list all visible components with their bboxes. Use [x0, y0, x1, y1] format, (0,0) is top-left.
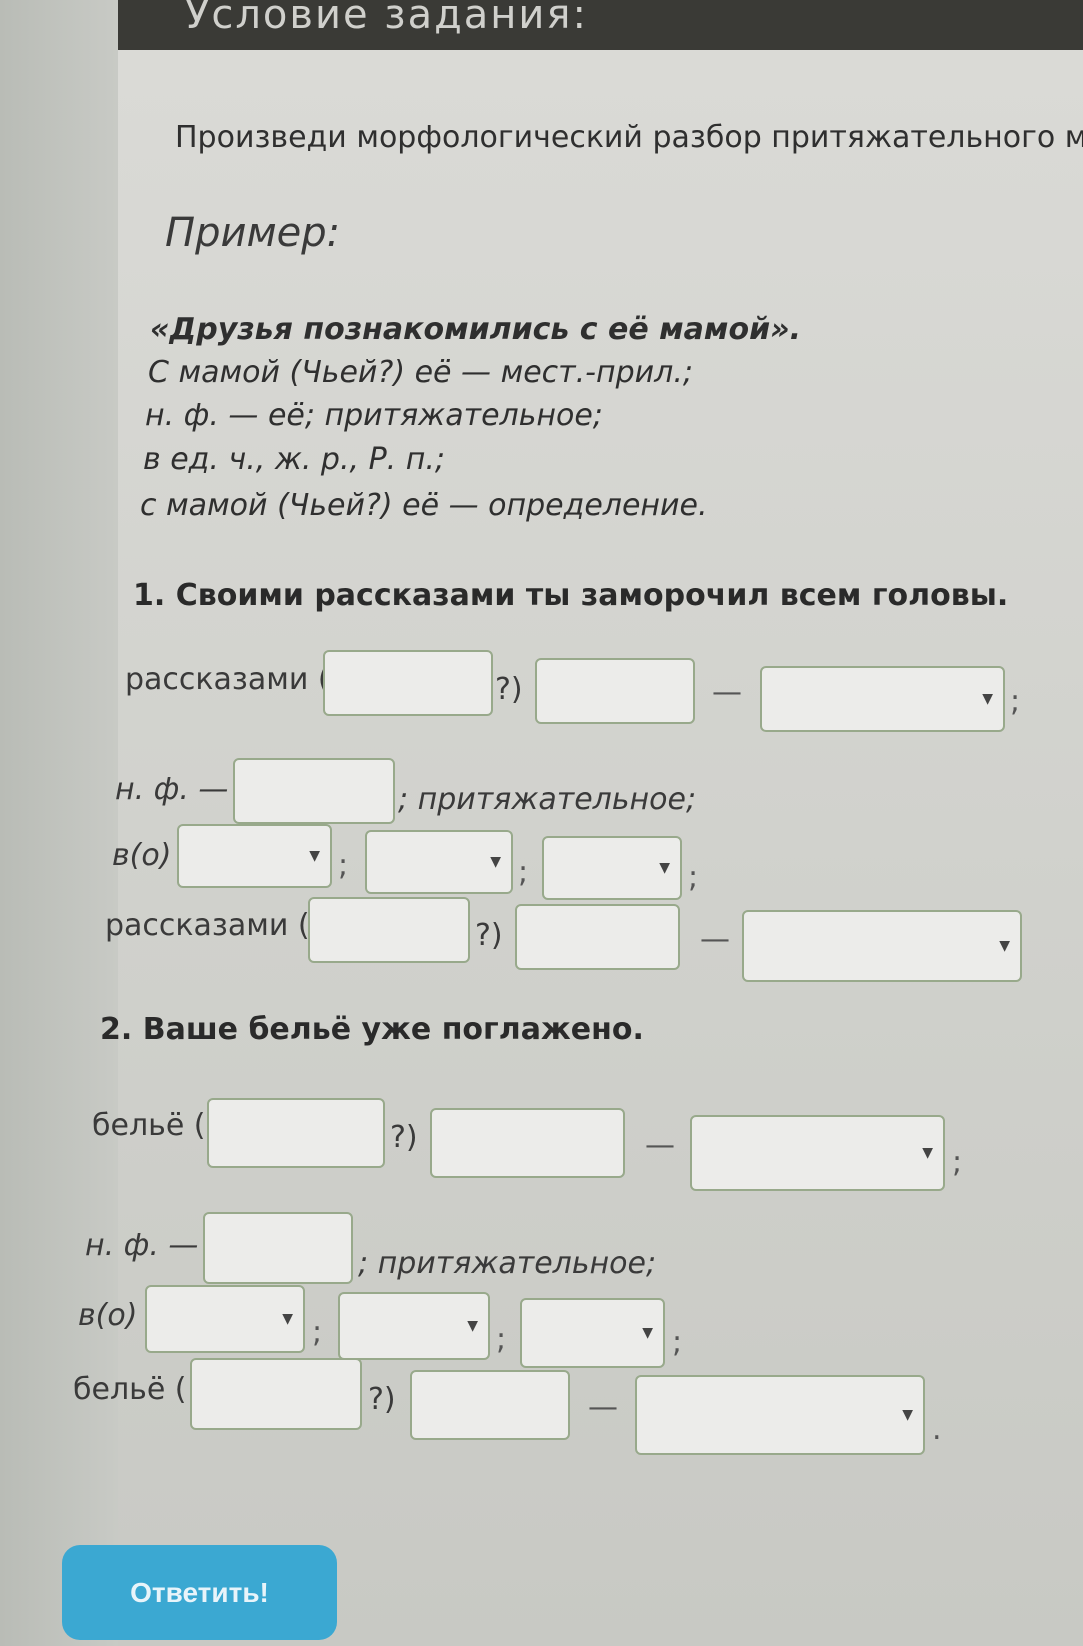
task-2-word-input[interactable]	[430, 1108, 625, 1178]
task-1-initial-form-input[interactable]	[233, 758, 395, 824]
task-1-v-label: в(о)	[112, 838, 172, 873]
example-sentence: «Друзья познакомились с её мамой».	[150, 312, 801, 347]
task-2-number-select[interactable]: ▼	[145, 1285, 305, 1353]
triangle-down-icon: ▼	[490, 854, 501, 870]
task-1-word-label-2: рассказами (	[105, 908, 310, 943]
task-1-dash: —	[700, 922, 730, 957]
task-1-word-input[interactable]	[535, 658, 695, 724]
task-2-semicolon: ;	[672, 1325, 683, 1360]
triangle-down-icon: ▼	[467, 1318, 478, 1334]
task-2-question-close: ?)	[368, 1382, 396, 1417]
title-bar	[118, 0, 1083, 50]
task-1-semicolon: ;	[1010, 684, 1021, 719]
task-1-question-input-2[interactable]	[308, 897, 470, 963]
task-2-word-label-2: бельё (	[73, 1372, 187, 1407]
task-2-possessive-label: ; притяжательное;	[358, 1246, 657, 1281]
triangle-down-icon: ▼	[309, 848, 320, 864]
example-heading: Пример:	[165, 210, 341, 256]
example-line: в ед. ч., ж. р., Р. п.;	[143, 442, 445, 477]
task-1-number-select[interactable]: ▼	[177, 824, 332, 888]
task-2-question-input[interactable]	[207, 1098, 385, 1168]
task-1-question-input[interactable]	[323, 650, 493, 716]
task-1-question-close: ?)	[475, 918, 503, 953]
task-2-question-input-2[interactable]	[190, 1358, 362, 1430]
task-1-question-close: ?)	[495, 672, 523, 707]
task-1-semicolon: ;	[518, 855, 529, 890]
task-1-syntactic-role-select[interactable]: ▼	[742, 910, 1022, 982]
example-line: н. ф. — её; притяжательное;	[145, 398, 603, 433]
task-2-dash: —	[588, 1390, 618, 1425]
triangle-down-icon: ▼	[982, 691, 993, 707]
task-2-semicolon: ;	[312, 1315, 323, 1350]
submit-answer-button[interactable]: Ответить!	[62, 1545, 337, 1640]
example-line: С мамой (Чьей?) её — мест.-прил.;	[148, 355, 693, 390]
task-1-dash: —	[712, 675, 742, 710]
task-1-word-label: рассказами (	[125, 662, 330, 697]
task-1-nf-label: н. ф. —	[115, 772, 229, 807]
task-1-semicolon: ;	[338, 848, 349, 883]
task-2-gender-select[interactable]: ▼	[338, 1292, 490, 1360]
left-margin	[0, 0, 118, 1646]
task-1-possessive-label: ; притяжательное;	[398, 782, 697, 817]
task-1-semicolon: ;	[688, 860, 699, 895]
task-2-semicolon: ;	[496, 1322, 507, 1357]
task-1-gender-select[interactable]: ▼	[365, 830, 513, 894]
task-2-initial-form-input[interactable]	[203, 1212, 353, 1284]
task-2-period: .	[932, 1412, 942, 1447]
triangle-down-icon: ▼	[642, 1325, 653, 1341]
triangle-down-icon: ▼	[902, 1407, 913, 1423]
triangle-down-icon: ▼	[282, 1311, 293, 1327]
instruction-text: Произведи морфологический разбор притяжа…	[175, 120, 1083, 155]
example-line: с мамой (Чьей?) её — определение.	[140, 488, 708, 523]
task-2-part-of-speech-select[interactable]: ▼	[690, 1115, 945, 1191]
task-2-question-close: ?)	[390, 1120, 418, 1155]
task-2-word-label: бельё (	[92, 1108, 206, 1143]
task-2-dash: —	[645, 1128, 675, 1163]
task-2-nf-label: н. ф. —	[85, 1228, 199, 1263]
triangle-down-icon: ▼	[922, 1145, 933, 1161]
task-condition-title: Условие задания:	[185, 0, 588, 38]
task-1-case-select[interactable]: ▼	[542, 836, 682, 900]
task-2-v-label: в(о)	[78, 1298, 138, 1333]
task-1-part-of-speech-select[interactable]: ▼	[760, 666, 1005, 732]
task-1-word-input-2[interactable]	[515, 904, 680, 970]
task-2-syntactic-role-select[interactable]: ▼	[635, 1375, 925, 1455]
task-2-case-select[interactable]: ▼	[520, 1298, 665, 1368]
task-2-word-input-2[interactable]	[410, 1370, 570, 1440]
task-1-sentence: 1. Своими рассказами ты заморочил всем г…	[133, 578, 1009, 613]
triangle-down-icon: ▼	[999, 938, 1010, 954]
task-2-sentence: 2. Ваше бельё уже поглажено.	[100, 1012, 644, 1047]
task-2-semicolon: ;	[952, 1145, 963, 1180]
triangle-down-icon: ▼	[659, 860, 670, 876]
